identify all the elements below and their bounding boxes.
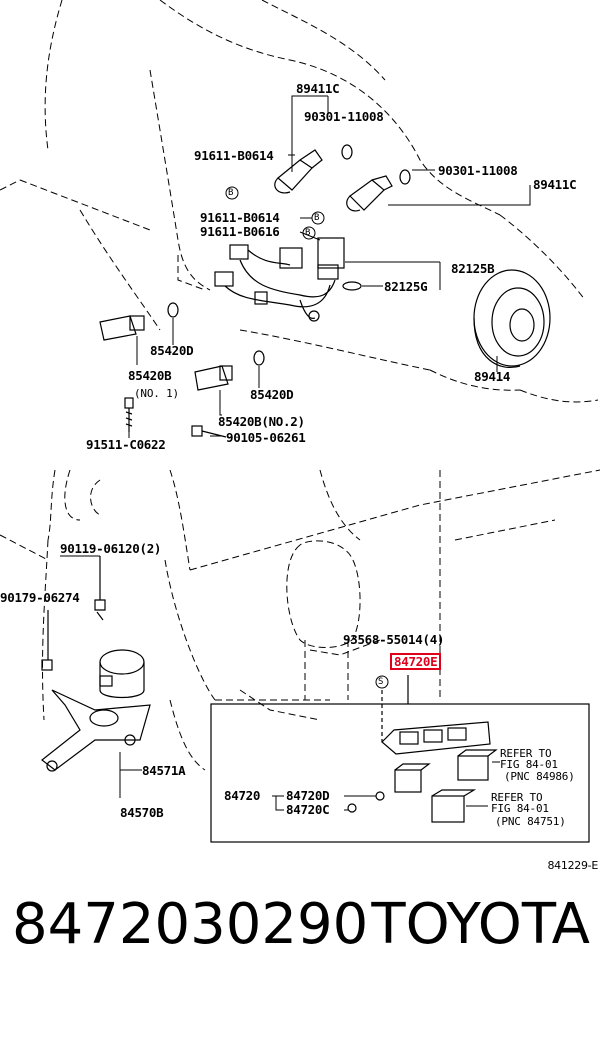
label-84720c[interactable]: 84720C: [286, 802, 330, 817]
refer-pnc-1: (PNC 84986): [504, 770, 575, 783]
bolt-mark-b3: B: [305, 228, 311, 238]
label-85420d-a[interactable]: 85420D: [150, 343, 194, 358]
shift-boot-drawing: [286, 540, 361, 700]
bolt-drawings: [124, 397, 227, 438]
label-82125b[interactable]: 82125B: [451, 261, 495, 276]
label-84570b[interactable]: 84570B: [120, 805, 164, 820]
label-85420b-no2[interactable]: 85420B(NO.2): [218, 414, 305, 429]
label-90119[interactable]: 90119-06120(2): [60, 541, 162, 556]
label-91611-b0616[interactable]: 91611-B0616: [200, 224, 280, 239]
drawing-code: 841229-E: [547, 859, 598, 872]
label-85420b-a[interactable]: 85420B: [128, 368, 172, 383]
brand-name: TOYOTA: [371, 892, 590, 957]
label-89411c-right[interactable]: 89411C: [533, 177, 577, 192]
bolt-mark-b1: B: [228, 188, 234, 198]
refer-to-1: REFER TO: [500, 747, 552, 760]
footer-part-info: 8472030290 TOYOTA: [10, 880, 600, 970]
label-84571a[interactable]: 84571A: [142, 763, 186, 778]
switch-base-drawing: [347, 721, 498, 823]
bolt-mark-s: S: [378, 677, 384, 687]
label-no1: (NO. 1): [134, 387, 179, 400]
label-91611-b0614-a[interactable]: 91611-B0614: [194, 148, 274, 163]
label-90105[interactable]: 90105-06261: [226, 430, 306, 445]
label-89414[interactable]: 89414: [474, 369, 511, 384]
refer-fig-1[interactable]: FIG 84-01: [500, 758, 558, 771]
oil-seal-89414-drawing: [473, 269, 551, 368]
leader-lines-top: [128, 95, 531, 438]
label-90179[interactable]: 90179-06274: [0, 590, 80, 605]
label-90301-right[interactable]: 90301-11008: [438, 163, 518, 178]
switch-inset-box: [210, 675, 590, 843]
refer-pnc-2: (PNC 84751): [495, 815, 566, 828]
label-84720d[interactable]: 84720D: [286, 788, 330, 803]
switch-85420-drawings: [99, 302, 265, 391]
console-outline: [0, 469, 600, 771]
refer-fig-2[interactable]: FIG 84-01: [491, 802, 549, 815]
wiring-harness-drawing: [214, 237, 362, 322]
label-91511[interactable]: 91511-C0622: [86, 437, 166, 452]
refer-to-2: REFER TO: [491, 791, 543, 804]
label-89411c-top[interactable]: 89411C: [296, 81, 340, 96]
bolt-drawings-bottom: [41, 556, 106, 671]
label-90301-top[interactable]: 90301-11008: [304, 109, 384, 124]
part-number: 8472030290: [12, 892, 369, 957]
label-91611-b0614-b[interactable]: 91611-B0614: [200, 210, 280, 225]
transmission-housing-outline: [0, 0, 599, 403]
label-85420d-b[interactable]: 85420D: [250, 387, 294, 402]
label-82125g[interactable]: 82125G: [384, 279, 428, 294]
bracket-84570-drawing: [41, 649, 151, 772]
parts-diagram: [0, 0, 600, 843]
bolt-marks: [225, 186, 389, 689]
leader-lines-bottom: [60, 555, 500, 811]
speed-sensor-drawings: [274, 144, 411, 212]
label-84720e-highlighted[interactable]: 84720E: [390, 653, 442, 670]
label-84720[interactable]: 84720: [224, 788, 261, 803]
bolt-mark-b2: B: [314, 213, 320, 223]
label-93568[interactable]: 93568-55014(4): [343, 632, 445, 647]
